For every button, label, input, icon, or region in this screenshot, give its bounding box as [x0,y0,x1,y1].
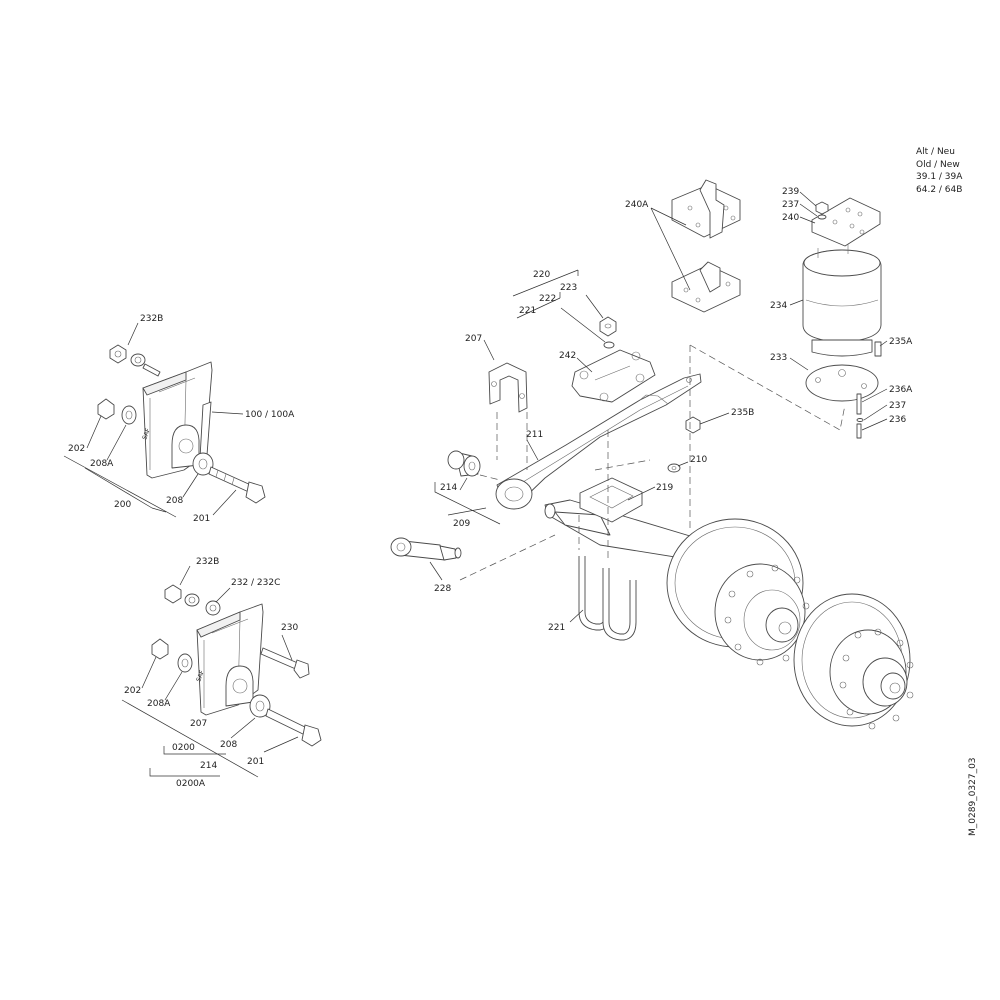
nut-202-upper [97,398,115,420]
leader-lines [63,191,888,778]
callout-207-lower: 207 [190,719,207,729]
callout-228: 228 [434,584,451,594]
washer-237-bottom [856,418,864,422]
callout-232B-lower: 232B [196,557,219,567]
callout-201-upper: 201 [193,514,210,524]
callout-207-mid: 207 [465,334,482,344]
bellows-piston [811,339,873,357]
clamp-plate-242 [571,349,656,403]
callout-220: 220 [533,270,550,280]
callout-209: 209 [453,519,470,529]
assembly-lines [459,344,846,581]
washer-208A-lower [177,653,193,673]
svg-text:SAF: SAF [195,669,206,683]
note-line-1: Alt / Neu [916,147,955,157]
washer-237-top [817,214,827,220]
callout-219: 219 [656,483,673,493]
washer-210 [667,463,681,473]
nut-202-lower [151,638,169,660]
bolt-head-201-lower [301,724,322,747]
callout-208A-lower: 208A [147,699,171,709]
nut-235B [685,416,701,434]
callout-201-lower: 201 [247,757,264,767]
nut-223 [599,316,617,337]
callout-232-232C: 232 / 232C [231,578,280,588]
bracket-207 [488,362,528,413]
callout-242: 242 [559,351,576,361]
note-line-3: 39.1 / 39A [916,172,963,182]
bolt-201-upper [208,466,254,494]
nut-239 [815,201,829,215]
callout-232B-upper: 232B [140,314,163,324]
callout-237-bottom: 237 [889,401,906,411]
callout-234: 234 [770,301,787,311]
bolt-236A [856,393,862,415]
hanger-assembly-upper: SAF [97,344,266,504]
svg-text:SAF: SAF [141,427,152,441]
callout-202-lower: 202 [124,686,141,696]
callout-240A: 240A [625,200,649,210]
hanger-assembly-lower: SAF [151,584,322,747]
revision-note: Alt / Neu Old / New 39.1 / 39A 64.2 / 64… [916,146,962,196]
bolt-201-lower [265,708,310,737]
callout-235B: 235B [731,408,754,418]
callout-211: 211 [526,430,543,440]
washer-232 [205,600,221,616]
callout-208A-upper: 208A [90,459,114,469]
callout-214-mid: 214 [440,483,457,493]
arm-eye [495,478,533,510]
washer-222 [603,341,615,349]
callout-239: 239 [782,187,799,197]
callout-208-upper: 208 [166,496,183,506]
callout-214-lower: 214 [200,761,217,771]
callout-236: 236 [889,415,906,425]
callout-236A: 236A [889,385,913,395]
callout-200: 200 [114,500,131,510]
callout-100-100A: 100 / 100A [245,410,295,420]
bolt-235A [874,341,882,357]
callout-233: 233 [770,353,787,363]
callouts: 232B 100 / 100A 202 208A 208 201 200 232… [68,187,913,789]
callout-237-top: 237 [782,200,799,210]
callout-210: 210 [690,455,707,465]
callout-240: 240 [782,213,799,223]
note-line-4: 64.2 / 64B [916,184,963,195]
bolt-head-230 [293,659,310,679]
callout-221-bottom: 221 [548,623,565,633]
callout-0200: 0200 [172,743,195,753]
callout-235A: 235A [889,337,913,347]
bolt-230 [260,647,301,671]
washer-208-lower [249,694,271,718]
bolt-head-201-upper [245,481,266,504]
washer-208-upper [192,452,214,476]
trailing-arm-group [390,316,702,561]
callout-230: 230 [281,623,298,633]
hanger-eye-upper [171,424,200,469]
base-plate-233 [805,364,879,402]
nut-232B-lower [164,584,182,604]
callout-223: 223 [560,283,577,293]
wheel-studs-outer [839,628,914,730]
nut-232B-upper [109,344,161,377]
callout-221-top: 221 [519,306,536,316]
air-spring-group [671,179,882,439]
axle-group [544,477,914,730]
hanger-eye-lower [225,665,254,707]
callout-222: 222 [539,294,556,304]
note-line-2: Old / New [916,159,960,170]
callout-208-lower: 208 [220,740,237,750]
callout-202-upper: 202 [68,444,85,454]
callout-0200A: 0200A [176,779,206,789]
axle-seat-219 [579,477,643,523]
washer-208A-upper [121,405,137,425]
bolt-236 [856,423,862,439]
